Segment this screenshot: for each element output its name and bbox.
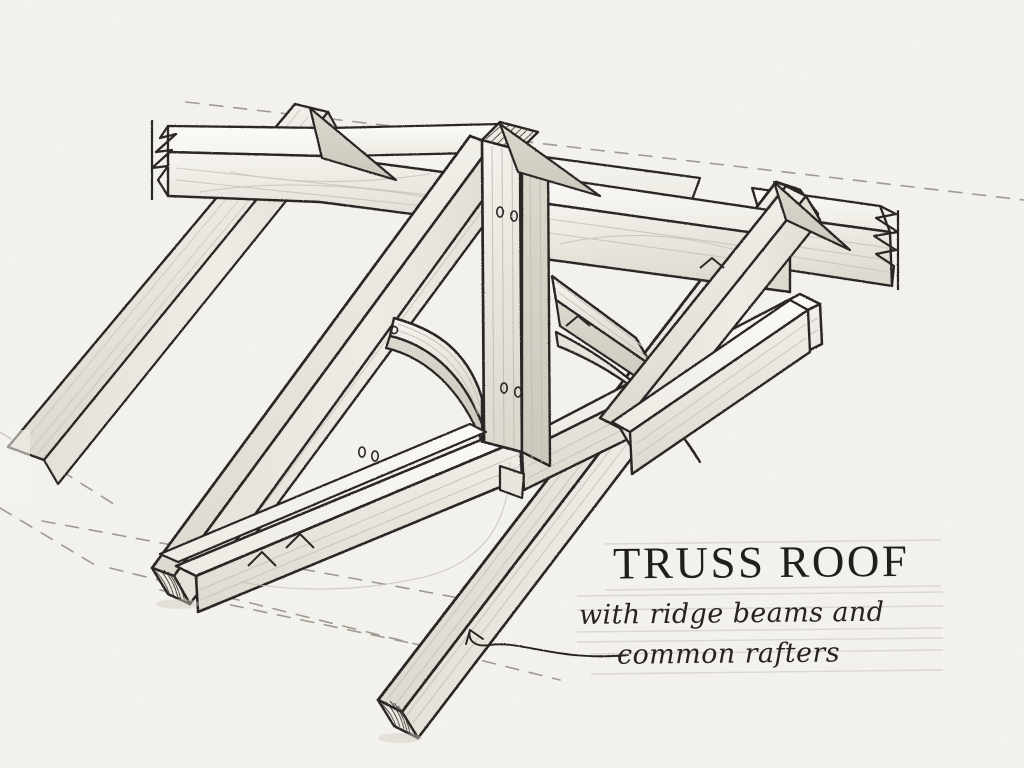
arrowhead — [465, 629, 484, 645]
page-title: TRUSS ROOF — [612, 535, 910, 589]
tie-beam — [174, 430, 524, 614]
ridge-gusset-center — [498, 122, 602, 198]
curved-brace-right — [554, 330, 702, 464]
end-grain-hatching — [381, 700, 411, 734]
wall-plate-left — [158, 422, 488, 564]
break-symbol-right — [872, 205, 900, 290]
peg-holes — [495, 206, 518, 222]
subtitle-line-2: common rafters — [616, 637, 841, 671]
ruled-guidelines — [576, 539, 944, 675]
peg-hole-brace — [389, 325, 399, 335]
tie-beam-pegs — [357, 446, 379, 462]
ridge-gusset-right — [772, 180, 852, 252]
drop-shadows — [156, 599, 422, 743]
ridge-gusset-left — [308, 106, 398, 182]
curved-brace — [384, 316, 484, 444]
wall-plate-right — [610, 298, 812, 476]
break-symbol — [150, 120, 178, 200]
common-rafter-front — [150, 134, 508, 606]
caption-block: TRUSS ROOF with ridge beams and common r… — [575, 528, 945, 688]
peg-holes-lower — [499, 382, 522, 398]
lap-joint-marks — [247, 257, 725, 567]
subtitle-line-1: with ridge beams and — [578, 596, 885, 631]
